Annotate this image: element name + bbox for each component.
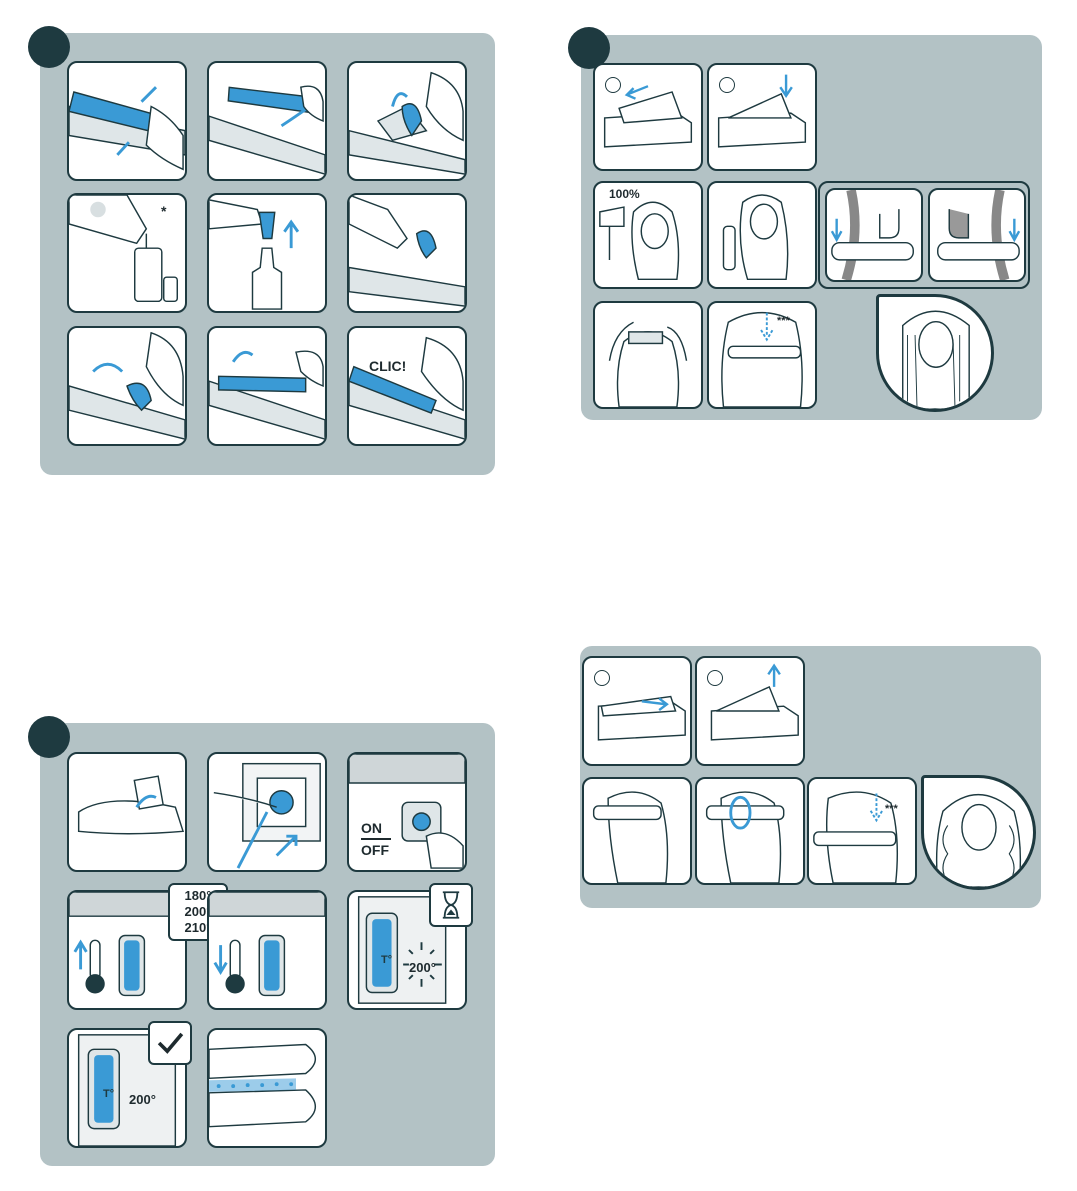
step-remove-cartridge bbox=[207, 61, 327, 181]
step-close-cap bbox=[67, 326, 187, 446]
step-open-plates-a bbox=[593, 63, 703, 171]
temp-button-label: T° bbox=[103, 1088, 114, 1100]
step-glide-curl: *** bbox=[807, 777, 917, 885]
heating-temp-value: 200° bbox=[409, 960, 436, 975]
asterisk-note: * bbox=[161, 203, 166, 219]
step-click-cartridge: CLIC! bbox=[347, 326, 467, 446]
section-badge bbox=[28, 26, 70, 68]
step-plug-in bbox=[207, 752, 327, 872]
on-label: ON bbox=[361, 820, 382, 836]
hand-position-right bbox=[928, 188, 1026, 282]
section-badge bbox=[28, 716, 70, 758]
option-circle-icon bbox=[707, 670, 723, 686]
hand-position-left bbox=[825, 188, 923, 282]
step-open-plates-b bbox=[707, 63, 817, 171]
step-fill-cartridge bbox=[347, 193, 467, 313]
step-ready-steam bbox=[207, 1028, 327, 1148]
stars-note: *** bbox=[777, 315, 790, 327]
result-straight-hair bbox=[876, 294, 994, 412]
hourglass-icon bbox=[429, 883, 473, 927]
step-close-plates-a bbox=[582, 656, 692, 766]
step-close-plates-b bbox=[695, 656, 805, 766]
step-section-hair bbox=[593, 301, 703, 409]
step-clamp-hair bbox=[582, 777, 692, 885]
step-remove-nozzle-cap bbox=[207, 193, 327, 313]
stars-note: *** bbox=[885, 803, 898, 815]
step-temp-down bbox=[207, 890, 327, 1010]
dryness-percent: 100% bbox=[609, 187, 640, 201]
step-open-cap bbox=[347, 61, 467, 181]
step-twist-iron bbox=[695, 777, 805, 885]
temp-button-label: T° bbox=[381, 954, 392, 966]
step-check-iron bbox=[67, 752, 187, 872]
option-circle-icon bbox=[719, 77, 735, 93]
clic-label: CLIC! bbox=[369, 358, 406, 374]
checkmark-icon bbox=[148, 1021, 192, 1065]
step-insert-cartridge bbox=[207, 326, 327, 446]
off-label: OFF bbox=[361, 842, 389, 858]
step-glide-down: *** bbox=[707, 301, 817, 409]
option-circle-icon bbox=[594, 670, 610, 686]
step-release-cartridge bbox=[67, 61, 187, 181]
step-blow-dry: 100% bbox=[593, 181, 703, 289]
ready-temp-value: 200° bbox=[129, 1092, 156, 1107]
step-safe-handling bbox=[818, 181, 1030, 289]
step-refill-bottle: * bbox=[67, 193, 187, 313]
option-circle-icon bbox=[605, 77, 621, 93]
step-power-on: ON OFF bbox=[347, 752, 467, 872]
result-curly-hair bbox=[921, 775, 1036, 890]
step-brush-hair bbox=[707, 181, 817, 289]
onoff-divider bbox=[361, 838, 391, 840]
